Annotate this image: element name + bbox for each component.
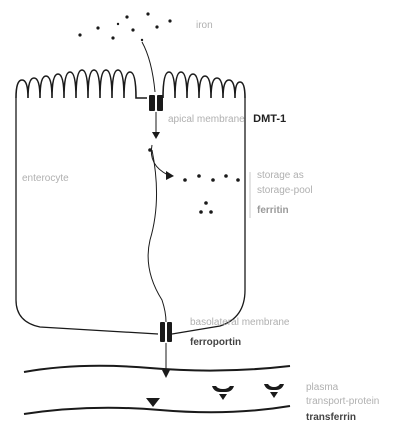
enterocyte-label: enterocyte: [22, 173, 69, 184]
apical-membrane-text: apical membrane: [168, 114, 245, 125]
iron-transit-path: [148, 150, 166, 322]
ferritin-particles: [148, 148, 240, 214]
enterocyte-cell-outline: [16, 98, 158, 334]
ferroportin-label: ferroportin: [190, 337, 241, 348]
transferrin-icon: [146, 398, 160, 407]
dmt1-text: DMT-1: [253, 113, 286, 125]
basolateral-membrane-label: basolateral membrane: [190, 317, 290, 328]
plasma-label-line2: transport-protein: [306, 396, 379, 407]
enterocyte-cell-outline-right: [172, 98, 245, 334]
transferrin-icon: [264, 384, 284, 398]
ferroportin-transporter: [160, 322, 172, 342]
transferrin-label: transferrin: [306, 412, 356, 423]
arrow-down-icon: [162, 370, 170, 378]
arrow-right-icon: [166, 171, 174, 180]
blood-vessel-upper-wall: [24, 366, 290, 372]
dmt1-transporter: [149, 95, 163, 111]
transferrin-icon: [212, 386, 234, 400]
iron-entry-path: [142, 42, 155, 92]
iron-particles: [78, 12, 171, 41]
apical-membrane-label: apical membrane DMT-1: [168, 109, 286, 126]
arrow-down-icon: [152, 132, 160, 139]
iron-label: iron: [196, 20, 213, 31]
storage-label-line2: storage-pool: [257, 185, 313, 196]
storage-label-line1: storage as: [257, 170, 304, 181]
ferritin-label: ferritin: [257, 205, 289, 216]
plasma-label-line1: plasma: [306, 382, 339, 393]
microvilli-brush-border: [16, 70, 245, 98]
blood-vessel-lower-wall: [24, 406, 290, 414]
transferrin-molecules: [146, 384, 284, 407]
